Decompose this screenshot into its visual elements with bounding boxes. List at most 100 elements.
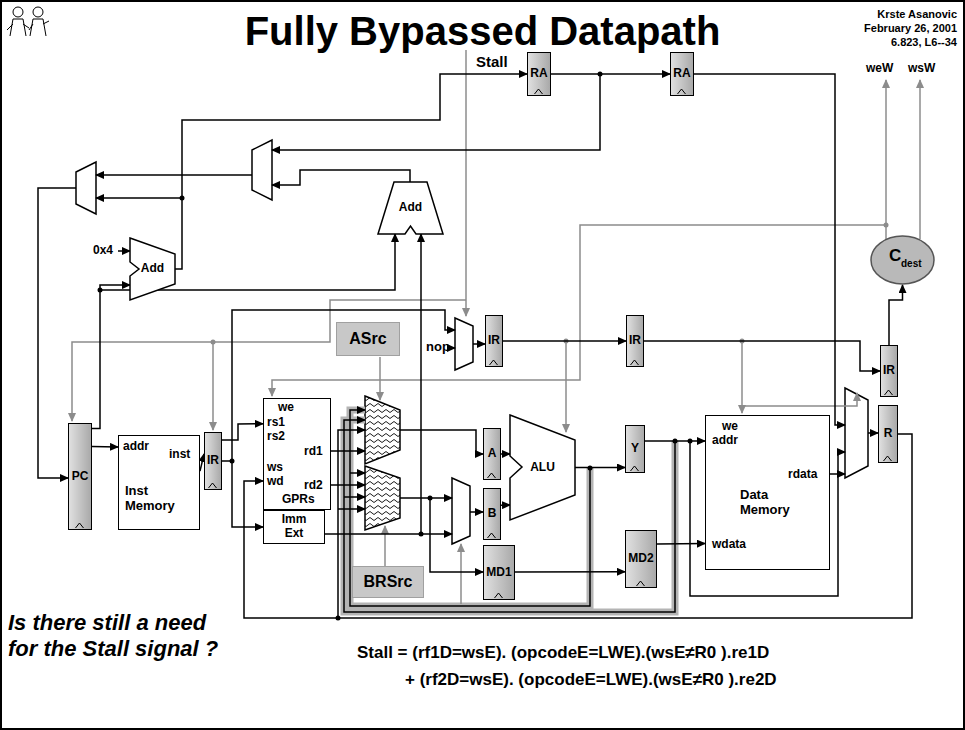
- clock-marker: [885, 390, 893, 395]
- clock-marker: [678, 89, 686, 94]
- datapath-wire: [657, 543, 705, 545]
- datapath-wire: [503, 340, 626, 342]
- node-text: we: [722, 420, 738, 434]
- constant-value: 0x4: [93, 244, 113, 258]
- bypass-wire: [344, 496, 365, 498]
- node-text: Add: [141, 262, 164, 276]
- alu-control: [565, 341, 567, 432]
- logo-head: [13, 7, 23, 17]
- link-wire: [182, 74, 527, 198]
- node-text: dest: [901, 258, 922, 270]
- node-text: rd1: [304, 445, 323, 459]
- pipeline-register: Y: [625, 425, 645, 473]
- datapath-wire: [92, 285, 130, 428]
- unit-box: weaddrrdataData Memorywdata: [705, 415, 830, 570]
- branch-target-wire: [272, 170, 410, 185]
- alu-unit: ALU: [510, 415, 575, 520]
- clock-marker: [209, 483, 217, 488]
- pipeline-register: PC: [68, 423, 92, 530]
- signal-name: weW: [866, 62, 893, 76]
- dest-circle: Cdest: [870, 235, 935, 285]
- black-wires: [38, 74, 878, 618]
- wire: [96, 174, 252, 176]
- we-w-wire: [885, 80, 887, 240]
- logo-body: [29, 19, 49, 36]
- jump-mux: [252, 140, 272, 200]
- wire: [470, 511, 483, 513]
- unit-box: addrinstInst Memory: [118, 435, 200, 530]
- bypass-mux: [365, 396, 400, 464]
- node-text: RA: [673, 67, 690, 81]
- stall-wire: [212, 342, 214, 430]
- pc-mux: [76, 162, 96, 214]
- pipeline-register: RA: [670, 52, 694, 96]
- pipeline-register: IR: [485, 315, 503, 367]
- datapath-wire: [501, 504, 510, 506]
- node-text: addr: [123, 440, 149, 454]
- offset-wire: [420, 234, 422, 534]
- pipeline-register: A: [483, 428, 501, 480]
- logo-figures: [7, 7, 49, 36]
- node-text: Add: [399, 201, 422, 215]
- wire: [400, 430, 483, 454]
- datapath-wire: [222, 461, 263, 527]
- node-text: IR: [488, 334, 500, 348]
- node-text: rs1: [267, 416, 285, 430]
- node-text: C: [889, 246, 901, 266]
- nop-mux: [455, 318, 473, 370]
- node-text: Data Memory: [740, 488, 800, 518]
- gray-control-wires: [72, 50, 920, 604]
- pipeline-register: R: [878, 405, 898, 463]
- node-text: inst: [169, 448, 190, 462]
- node-text: ws: [267, 461, 283, 475]
- shape-outline: [130, 238, 175, 300]
- datapath-wire: [515, 571, 625, 573]
- asrc-select: [379, 357, 381, 400]
- node-text: rd2: [304, 479, 323, 493]
- store-data-wire: [430, 498, 483, 572]
- const-wire: [118, 250, 130, 252]
- stall-wire: [465, 50, 467, 316]
- clock-marker: [490, 360, 498, 365]
- clock-marker: [631, 360, 639, 365]
- clock-marker: [535, 89, 543, 94]
- bypass-wire: [350, 410, 590, 606]
- node-text: BRSrc: [364, 573, 413, 591]
- signal-name: nop: [426, 340, 450, 355]
- stall-equation: + (rf2D=wsE). (opcodeE=LWE).(wsE≠R0 ).re…: [405, 670, 777, 690]
- logo-head: [33, 7, 43, 17]
- rd1-wire: [331, 450, 365, 452]
- junction-dots: [98, 72, 889, 621]
- datapath-wire: [645, 440, 705, 442]
- clock-marker: [631, 466, 639, 471]
- slide-title: Fully Bypassed Datapath: [0, 8, 965, 54]
- node-text: IR: [629, 334, 641, 348]
- datapath-wire: [551, 73, 670, 75]
- clock-marker: [495, 593, 503, 598]
- node-text: A: [488, 447, 497, 461]
- pipeline-register: B: [483, 488, 501, 540]
- unit-box: Imm Ext: [263, 510, 325, 544]
- select-box: ASrc: [336, 322, 400, 356]
- bypass-wire: [338, 508, 365, 510]
- junction-dot: [211, 340, 216, 345]
- pipeline-register: MD2: [625, 530, 657, 588]
- junction-dot: [419, 532, 424, 537]
- select-box: BRSrc: [352, 566, 424, 598]
- node-text: wdata: [712, 538, 746, 552]
- datapath-wire: [222, 424, 263, 440]
- clock-marker: [884, 456, 892, 461]
- brsrc-select: [384, 526, 386, 566]
- pipeline-register: IR: [204, 432, 222, 490]
- nop-wire: [452, 347, 455, 349]
- node-text: PC: [72, 470, 89, 484]
- wire: [473, 343, 485, 345]
- clock-marker: [488, 533, 496, 538]
- node-text: wd: [267, 475, 284, 489]
- datapath-wire: [644, 341, 880, 371]
- junction-dot: [884, 223, 889, 228]
- node-text: ASrc: [349, 330, 386, 348]
- b-mux-select: [460, 544, 462, 604]
